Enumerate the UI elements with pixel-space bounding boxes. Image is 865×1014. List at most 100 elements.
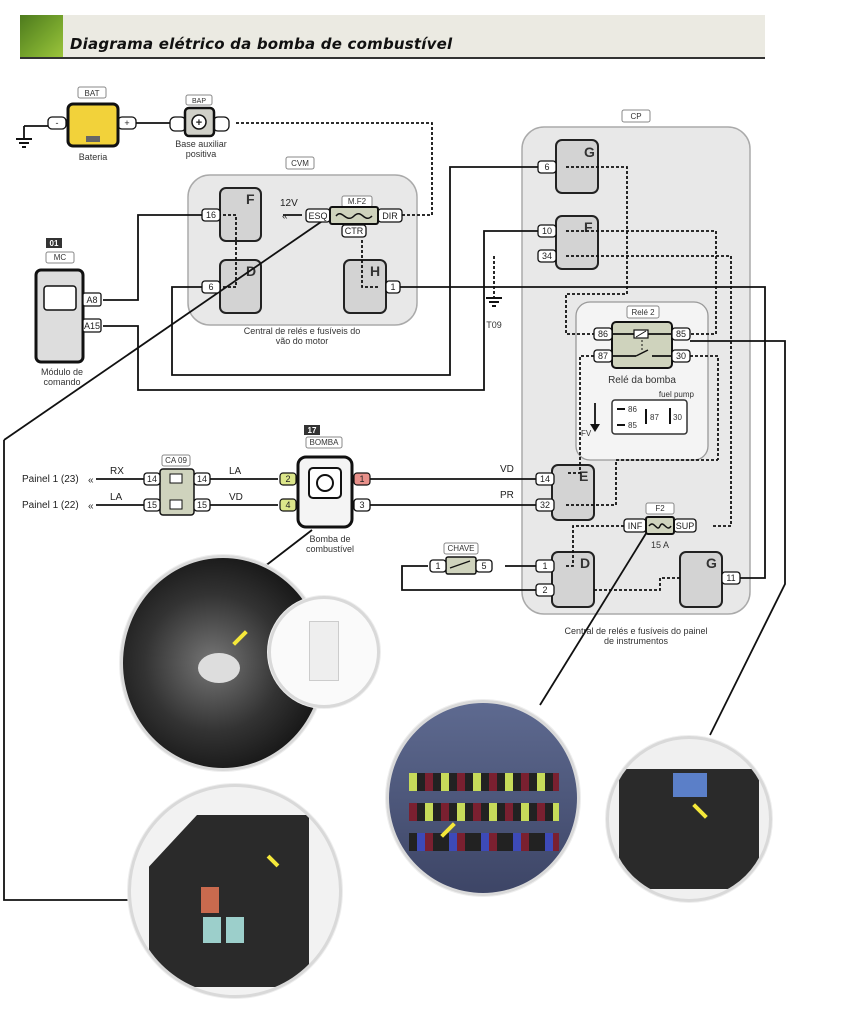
dash-fuse-box-photo — [386, 700, 580, 896]
supply-12v-label: 12V — [280, 198, 298, 209]
wire — [594, 577, 680, 591]
engine-fuse-box-photo — [128, 784, 342, 998]
diagram-label: comando — [43, 377, 80, 387]
diagram-label: 85 — [676, 329, 686, 339]
relay-legend-title: fuel pump — [659, 390, 695, 399]
diagram-label: 2 — [542, 585, 547, 595]
connector-pin — [169, 116, 187, 132]
diagram-shape — [590, 424, 600, 432]
connector-pin — [537, 249, 557, 263]
component-tag — [305, 436, 343, 449]
bap-label: Base auxiliar — [175, 139, 227, 149]
wire — [565, 166, 628, 335]
ca09-tag: CA 09 — [165, 456, 187, 465]
diagram-label: 34 — [542, 251, 552, 261]
wire — [103, 214, 202, 301]
battery-icon — [66, 102, 120, 148]
mf2-tag: M.F2 — [348, 197, 367, 206]
wire — [635, 330, 647, 338]
diagram-label: 14 — [197, 474, 207, 484]
relay-connector-photo — [606, 736, 772, 902]
wire — [690, 340, 786, 736]
connector-pin — [201, 280, 221, 294]
connector-pin — [475, 559, 493, 573]
diagram-label: CTR — [345, 226, 364, 236]
wire — [566, 525, 624, 567]
panel-22-label: Painel 1 (22) — [22, 500, 79, 511]
diagram-shape — [335, 213, 373, 219]
diagram-label: « — [88, 501, 94, 512]
diagram-label: 32 — [540, 500, 550, 510]
diagram-label: « — [282, 211, 288, 222]
component-tag — [45, 251, 75, 264]
diagram-shape — [191, 114, 207, 130]
component-tag — [645, 502, 675, 515]
connector-pin — [212, 116, 230, 132]
relay-legend-box — [611, 399, 688, 435]
diagram-label: FV — [581, 429, 592, 438]
component-tag — [443, 542, 479, 555]
diagram-label: A15 — [84, 321, 100, 331]
wire — [394, 286, 766, 579]
mc-number: 01 — [50, 239, 59, 248]
diagram-shape — [279, 498, 297, 512]
cp-block-f-label: F — [584, 219, 593, 235]
connector-pin — [535, 498, 555, 512]
cvm-block-f-label: F — [246, 191, 255, 207]
ignition-switch-icon — [445, 556, 477, 575]
relay-label: Relé da bomba — [608, 375, 676, 386]
connector-pin — [535, 472, 555, 486]
diagram-label: 14 — [147, 474, 157, 484]
connector-pin — [721, 571, 741, 585]
diagram-label: combustível — [306, 544, 354, 554]
diagram-label: 86 — [628, 405, 637, 414]
cp-caption-2: de instrumentos — [604, 636, 669, 646]
t09-label: T09 — [486, 320, 502, 330]
cp-block-e-label: E — [579, 468, 588, 484]
diagram-shape — [353, 472, 371, 486]
header-accent — [20, 15, 63, 57]
cvm-caption: Central de relés e fusíveis do — [244, 326, 361, 336]
connector-pin — [671, 327, 691, 341]
diagram-label: 14 — [540, 474, 550, 484]
connector-pin — [193, 498, 211, 512]
wire — [236, 122, 433, 216]
wire — [449, 560, 471, 569]
header-band: Diagrama elétrico da bomba de combustíve… — [20, 15, 765, 59]
connector-pin — [535, 559, 555, 573]
diagram-label: + — [196, 117, 202, 129]
diagram-label: VD — [229, 492, 243, 503]
f2-tag: F2 — [655, 504, 665, 513]
f2-rating: 15 A — [651, 540, 669, 550]
wire — [103, 230, 550, 391]
pointer-line-pump — [259, 529, 313, 571]
yellow-arrow-icon — [232, 630, 248, 646]
connector-pin — [201, 208, 221, 222]
diagram-label: A8 — [86, 295, 97, 305]
diagram-label: 10 — [542, 226, 552, 236]
diagram-label: 1 — [359, 474, 364, 484]
diagram-label: LA — [229, 466, 242, 477]
pump-tag: BOMBA — [310, 438, 340, 447]
pump-number: 17 — [308, 426, 317, 435]
relay-tag — [626, 305, 660, 319]
wire — [566, 459, 718, 506]
cvm-block-h-label: H — [370, 263, 380, 279]
diagram-label: 87 — [650, 413, 659, 422]
diagram-label: 86 — [598, 329, 608, 339]
diagram-label: VD — [500, 464, 514, 475]
connector-pin — [82, 292, 102, 307]
diagram-label: 4 — [285, 500, 290, 510]
cp-block-d-label: D — [580, 555, 590, 571]
diagram-label: 30 — [673, 413, 682, 422]
diagram-label: - — [56, 118, 59, 128]
diagram-shape — [308, 467, 342, 499]
connector-pin — [535, 583, 555, 597]
t09-ground-icon — [486, 297, 502, 307]
connector-pin — [537, 224, 557, 238]
battery-ground-icon — [16, 138, 32, 148]
diagram-label: LA — [110, 492, 123, 503]
diagram-label: 1 — [542, 561, 547, 571]
wire — [566, 355, 594, 474]
wire — [171, 166, 550, 376]
